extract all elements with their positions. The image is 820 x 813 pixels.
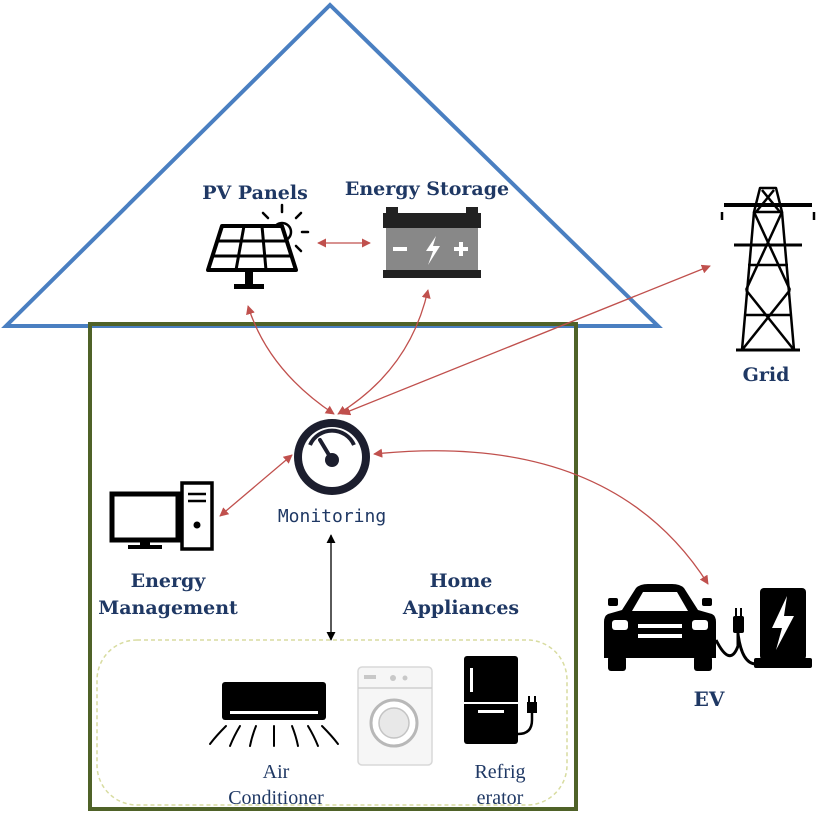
grid-label: Grid bbox=[743, 364, 790, 386]
home-appliances-label-line1: Home bbox=[430, 570, 493, 592]
refrigerator-label-line2: erator bbox=[477, 787, 524, 809]
air-conditioner-label-line1: Air bbox=[263, 761, 290, 783]
arrow-monitoring-ev bbox=[373, 448, 709, 585]
home-appliances-label-line2: Appliances bbox=[402, 597, 519, 619]
arrow-grid-monitoring bbox=[341, 264, 711, 416]
battery-icon bbox=[383, 207, 481, 278]
refrigerator-icon bbox=[464, 656, 537, 744]
computer-icon bbox=[109, 481, 214, 551]
energy-storage-label: Energy Storage bbox=[345, 178, 509, 200]
air-conditioner-label-line2: Conditioner bbox=[228, 787, 324, 809]
roof-outline bbox=[1, 2, 663, 328]
transmission-tower-icon bbox=[720, 186, 816, 352]
energy-management-label-line2: Management bbox=[98, 597, 238, 619]
monitoring-label: Monitoring bbox=[278, 506, 386, 527]
appliance-group-outline bbox=[96, 639, 568, 806]
refrigerator-label-line1: Refrig bbox=[474, 761, 525, 783]
charging-station-icon bbox=[714, 588, 812, 668]
arrow-storage-monitoring bbox=[337, 289, 431, 415]
pv-panels-label: PV Panels bbox=[202, 182, 308, 204]
arrow-pv-monitoring bbox=[246, 305, 335, 415]
arrow-monitoring-energy-management bbox=[219, 454, 293, 517]
washing-machine-icon bbox=[357, 666, 433, 766]
electric-car-icon bbox=[604, 584, 716, 671]
gauge-icon bbox=[294, 419, 370, 495]
air-conditioner-icon bbox=[209, 682, 339, 747]
ev-label: EV bbox=[694, 687, 725, 711]
energy-management-label-line1: Energy bbox=[131, 570, 207, 592]
solar-panel-icon bbox=[206, 203, 310, 289]
